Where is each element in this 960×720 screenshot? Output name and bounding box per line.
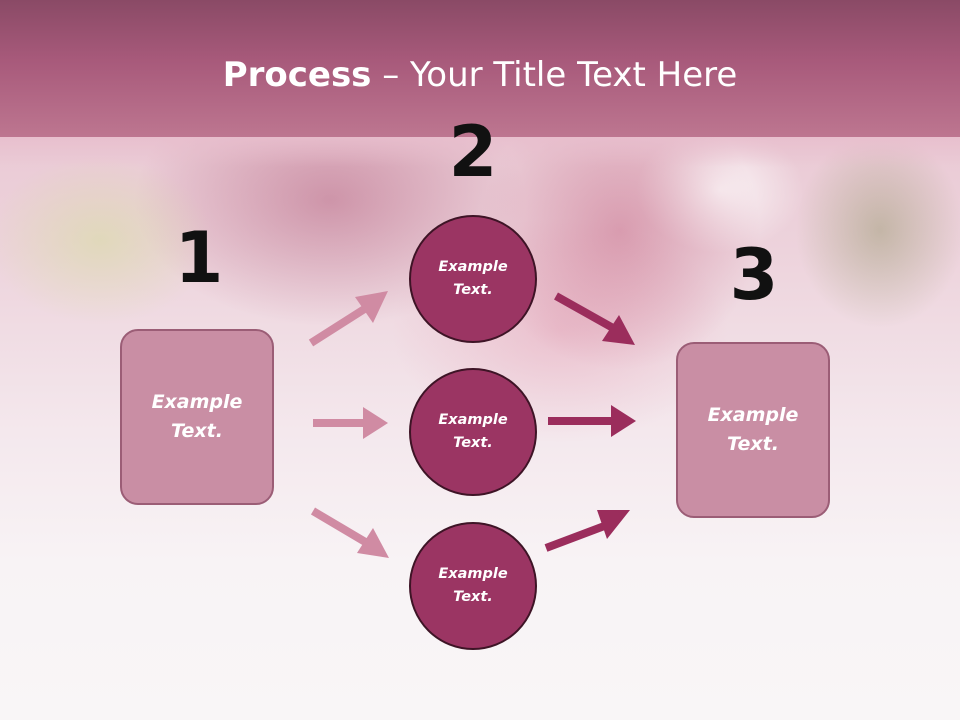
- step-1-text: Example Text.: [151, 391, 243, 442]
- circle-bottom-text: Example Text.: [438, 566, 508, 605]
- arrow-box1-to-circle-bottom: [310, 507, 389, 558]
- step-number-1: 1: [174, 217, 224, 299]
- step-3-text: Example Text.: [707, 404, 799, 455]
- slide-title: Process – Your Title Text Here: [0, 52, 960, 98]
- circle-bottom: Example Text.: [409, 522, 537, 650]
- circle-middle-text: Example Text.: [438, 412, 508, 451]
- arrow-circle-bottom-to-box3: [544, 510, 630, 552]
- title-bar: [0, 0, 960, 137]
- step-3-box: Example Text.: [676, 342, 830, 518]
- step-1-box: Example Text.: [120, 329, 274, 505]
- title-bold: Process: [222, 55, 372, 95]
- step-number-2: 2: [448, 111, 498, 193]
- title-rest: – Your Title Text Here: [371, 55, 738, 95]
- arrow-box1-to-circle-top: [308, 291, 388, 347]
- step-number-3: 3: [729, 234, 779, 316]
- circle-top-text: Example Text.: [438, 259, 508, 298]
- arrow-circle-top-to-box3: [554, 292, 635, 345]
- circle-middle: Example Text.: [409, 368, 537, 496]
- arrow-box1-to-circle-middle: [313, 407, 388, 439]
- title-strip: [0, 137, 960, 167]
- arrow-circle-middle-to-box3: [548, 405, 636, 437]
- circle-top: Example Text.: [409, 215, 537, 343]
